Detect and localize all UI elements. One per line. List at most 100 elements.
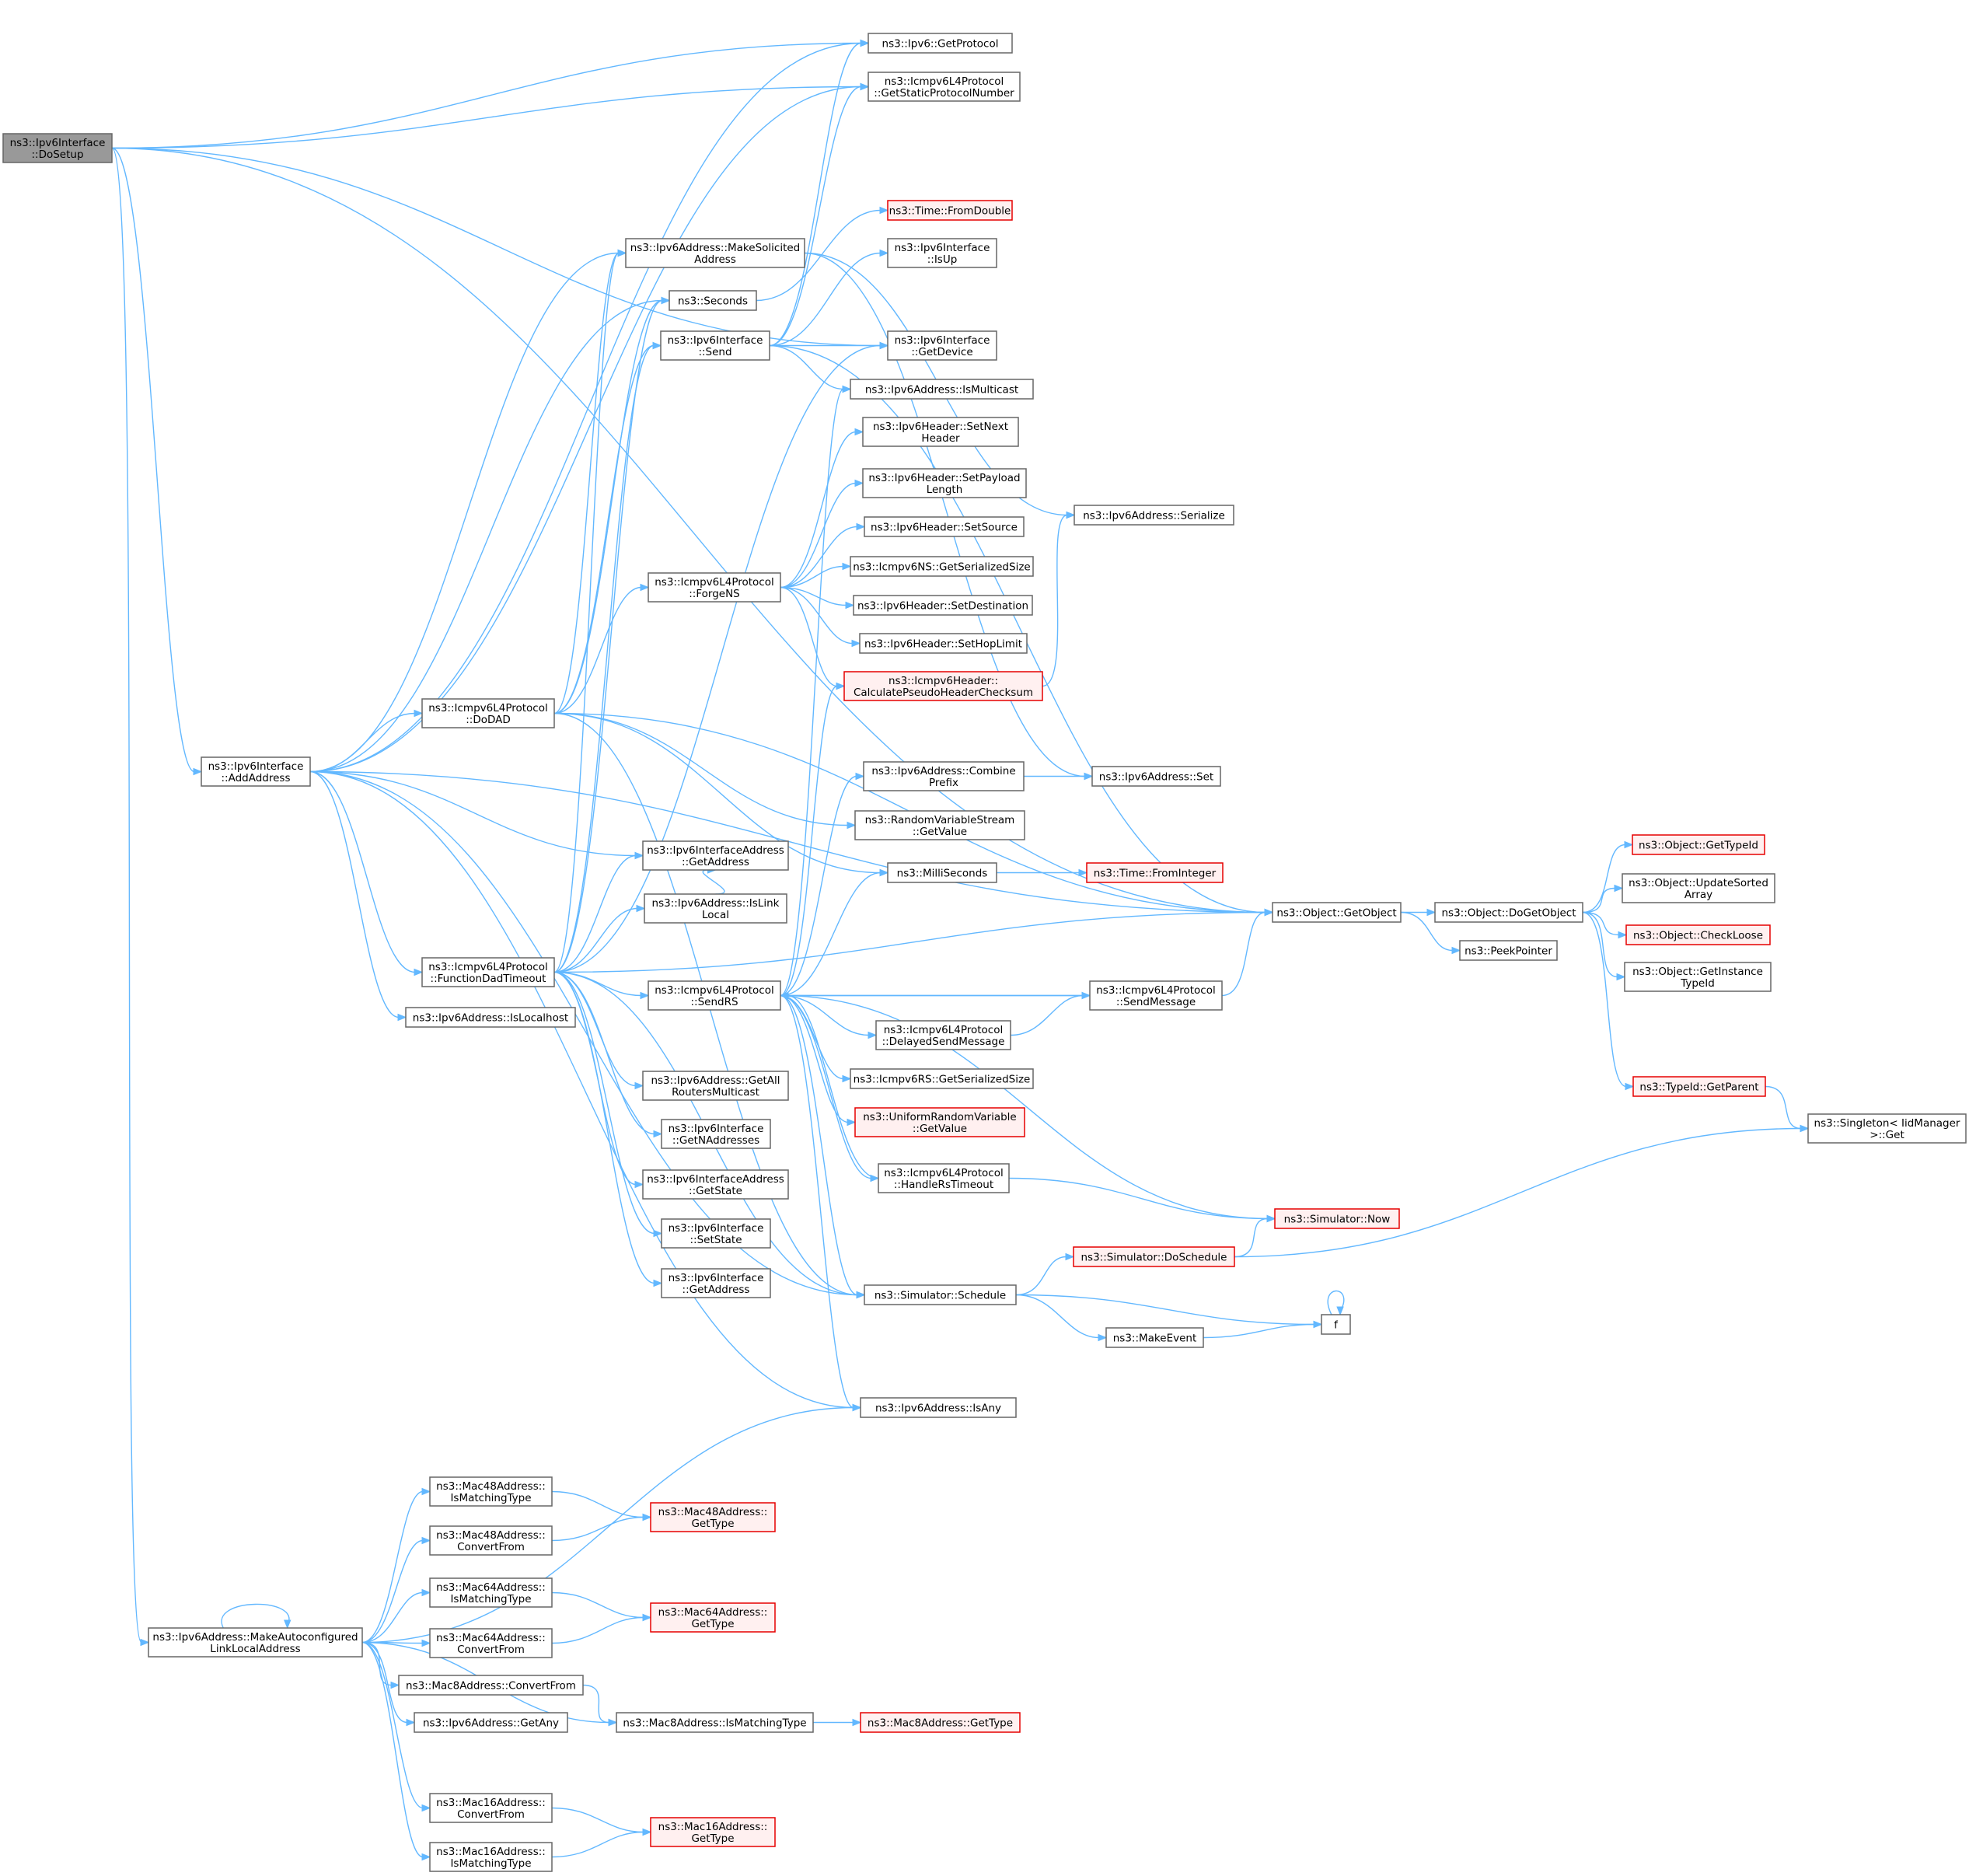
node-mac16convert[interactable]: ns3::Mac16Address::ConvertFrom [429,1793,553,1823]
node-urvgetvalue[interactable]: ns3::UniformRandomVariable::GetValue [854,1107,1025,1137]
node-setstate[interactable]: ns3::Ipv6Interface::SetState [661,1218,771,1249]
call-edge-mac8ismatch-to-mac8gettype [813,1718,862,1727]
node-dosetup[interactable]: ns3::Ipv6Interface::DoSetup [2,133,113,163]
node-box [878,1163,1010,1193]
node-set[interactable]: ns3::Ipv6Address::Set [1091,766,1221,787]
node-rvsgetvalue[interactable]: ns3::RandomVariableStream::GetValue [854,810,1025,840]
node-box [854,1107,1025,1137]
node-mac8convert[interactable]: ns3::Mac8Address::ConvertFrom [398,1675,584,1696]
node-label-line: ns3::Mac16Address:: [658,1821,768,1833]
call-edge-makeevent-to-f [1203,1320,1323,1339]
call-edge-funcdad-to-iaddrgetstate [553,971,644,1189]
node-schedule[interactable]: ns3::Simulator::Schedule [864,1284,1017,1305]
node-doschedule[interactable]: ns3::Simulator::DoSchedule [1073,1246,1235,1267]
node-mac64gettype[interactable]: ns3::Mac64Address::GetType [650,1602,776,1633]
node-getstaticproto[interactable]: ns3::Icmpv6L4Protocol::GetStaticProtocol… [868,72,1021,102]
node-getprotocol[interactable]: ns3::Ipv6::GetProtocol [868,33,1013,54]
node-singleton[interactable]: ns3::Singleton< IidManager >::Get [1807,1113,1967,1144]
node-frominteger[interactable]: ns3::Time::FromInteger [1086,862,1224,883]
node-mac48ismatch[interactable]: ns3::Mac48Address::IsMatchingType [429,1476,553,1507]
node-mac8ismatch[interactable]: ns3::Mac8Address::IsMatchingType [616,1712,814,1733]
node-setsource[interactable]: ns3::Ipv6Header::SetSource [864,516,1025,537]
node-f[interactable]: f [1321,1314,1351,1335]
node-nsgetsize[interactable]: ns3::Icmpv6NS::GetSerializedSize [850,556,1034,577]
call-edge-mac16ismatch-to-mac16gettype [551,1828,652,1858]
node-label-line: ::FunctionDadTimeout [431,973,546,985]
node-getobject[interactable]: ns3::Object::GetObject [1272,902,1402,923]
node-peekpointer[interactable]: ns3::PeekPointer [1459,940,1558,961]
node-getparent[interactable]: ns3::TypeId::GetParent [1632,1076,1766,1097]
node-fromdouble[interactable]: ns3::Time::FromDouble [887,200,1013,221]
node-mac16gettype[interactable]: ns3::Mac16Address::GetType [650,1817,776,1847]
node-makeautoconf[interactable]: ns3::Ipv6Address::MakeAutoconfiguredLink… [148,1627,363,1658]
node-iaddrgetstate[interactable]: ns3::Ipv6InterfaceAddress::GetState [642,1169,789,1200]
node-now[interactable]: ns3::Simulator::Now [1274,1208,1400,1229]
node-mac64convert[interactable]: ns3::Mac64Address::ConvertFrom [429,1628,553,1658]
node-rsgetsize[interactable]: ns3::Icmpv6RS::GetSerializedSize [850,1068,1034,1089]
node-funcdad[interactable]: ns3::Icmpv6L4Protocol::FunctionDadTimeou… [421,957,555,987]
node-ismulticast[interactable]: ns3::Ipv6Address::IsMulticast [850,379,1034,400]
node-mac16ismatch[interactable]: ns3::Mac16Address::IsMatchingType [429,1842,553,1872]
call-edge-sendrs-to-schedule [780,994,866,1299]
call-edge-dodad-to-seconds [553,296,671,714]
node-mac48convert[interactable]: ns3::Mac48Address::ConvertFrom [429,1525,553,1556]
node-checkloose[interactable]: ns3::Object::CheckLoose [1625,924,1771,945]
call-edge-sendmessage-to-getobject [1221,908,1274,997]
node-isup[interactable]: ns3::Ipv6Interface::IsUp [887,238,997,268]
node-send[interactable]: ns3::Ipv6Interface::Send [660,330,770,361]
node-ifgetaddr[interactable]: ns3::Ipv6Interface::GetAddress [661,1268,771,1298]
node-handlers[interactable]: ns3::Icmpv6L4Protocol::HandleRsTimeout [878,1163,1010,1193]
node-getdevice[interactable]: ns3::Ipv6Interface::GetDevice [887,330,997,361]
node-isany[interactable]: ns3::Ipv6Address::IsAny [860,1397,1017,1418]
node-addaddress[interactable]: ns3::Ipv6Interface::AddAddress [201,756,311,787]
node-mac64ismatch[interactable]: ns3::Mac64Address::IsMatchingType [429,1577,553,1608]
node-mac48gettype[interactable]: ns3::Mac48Address::GetType [650,1502,776,1532]
node-box [429,1476,553,1507]
node-seconds[interactable]: ns3::Seconds [669,290,757,311]
node-getnaddr[interactable]: ns3::Ipv6Interface::GetNAddresses [661,1119,771,1149]
node-box [1073,1246,1235,1267]
call-edge-sendrs-to-combine [780,772,865,997]
node-label-line: ns3::Icmpv6L4Protocol [428,961,548,973]
call-edge-addaddress-to-dodad [309,709,424,773]
node-serialize[interactable]: ns3::Ipv6Address::Serialize [1074,505,1234,526]
node-sendrs[interactable]: ns3::Icmpv6L4Protocol::SendRS [648,980,781,1011]
node-calcpseudo[interactable]: ns3::Icmpv6Header::CalculatePseudoHeader… [843,671,1043,701]
node-label-line: ::GetValue [913,1123,967,1135]
node-delayedsend[interactable]: ns3::Icmpv6L4Protocol::DelayedSendMessag… [875,1020,1011,1050]
node-sethop[interactable]: ns3::Ipv6Header::SetHopLimit [859,633,1028,654]
node-box [660,330,770,361]
node-box [850,1068,1034,1089]
node-islocalhost[interactable]: ns3::Ipv6Address::IsLocalhost [405,1007,576,1028]
node-label-line: ns3::Ipv6Interface [208,760,304,773]
node-setdest[interactable]: ns3::Ipv6Header::SetDestination [853,595,1033,616]
node-label-line: ns3::Mac8Address::GetType [868,1717,1013,1730]
call-edge-makeautoconf-to-mac48convert [361,1536,431,1644]
node-label-line: ns3::Simulator::Schedule [875,1290,1006,1302]
call-edge-funcdad-to-ifgetaddr [553,971,663,1287]
node-forgens[interactable]: ns3::Icmpv6L4Protocol::ForgeNS [648,572,781,603]
node-makeevent[interactable]: ns3::MakeEvent [1105,1327,1204,1348]
node-milliseconds[interactable]: ns3::MilliSeconds [887,862,997,883]
node-label-line: ns3::Ipv6Address::MakeAutoconfigured [152,1631,358,1644]
call-edge-getobject-to-dogetobject [1400,908,1437,917]
node-box [650,1602,776,1633]
node-gettypeid[interactable]: ns3::Object::GetTypeId [1632,834,1765,855]
node-dogetobject[interactable]: ns3::Object::DoGetObject [1434,902,1583,923]
node-dodad[interactable]: ns3::Icmpv6L4Protocol::DoDAD [421,698,555,728]
node-mac8gettype[interactable]: ns3::Mac8Address::GetType [860,1712,1021,1733]
node-getany[interactable]: ns3::Ipv6Address::GetAny [414,1712,568,1733]
call-edge-dosetup-to-getprotocol [111,39,870,149]
call-edge-forgens-to-setsource [780,522,866,589]
node-iaddrgetaddr[interactable]: ns3::Ipv6InterfaceAddress::GetAddress [642,840,789,871]
node-box [429,1842,553,1872]
node-sendmessage[interactable]: ns3::Icmpv6L4Protocol::SendMessage [1089,980,1223,1011]
